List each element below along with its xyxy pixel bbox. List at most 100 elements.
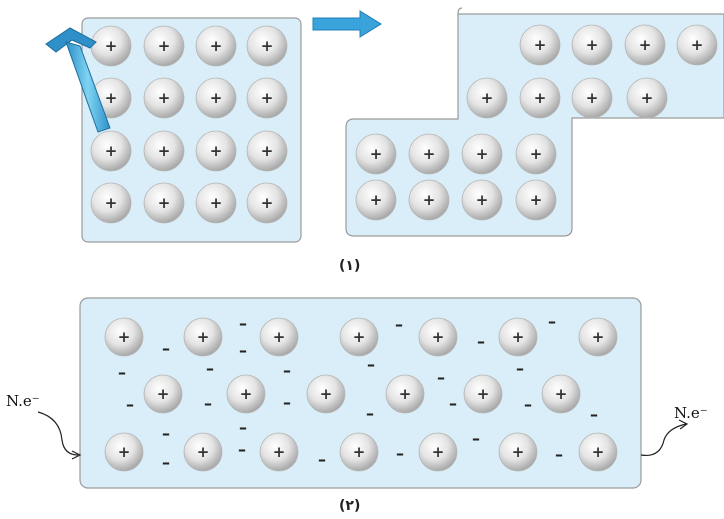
positive-ion: + [247, 131, 287, 171]
positive-ion: + [247, 26, 287, 66]
positive-ion: + [677, 25, 717, 65]
positive-ion: + [499, 318, 537, 356]
electron-symbol: – [283, 393, 291, 412]
ion-charge-symbol: + [512, 328, 525, 346]
positive-ion: + [340, 433, 378, 471]
electron-input-label: N.e⁻ [6, 392, 40, 410]
positive-ion: + [196, 78, 236, 118]
ion-charge-symbol: + [639, 36, 652, 54]
ion-charge-symbol: + [261, 194, 274, 212]
ion-charge-symbol: + [261, 89, 274, 107]
positive-ion: + [196, 131, 236, 171]
ion-charge-symbol: + [353, 443, 366, 461]
ion-charge-symbol: + [353, 328, 366, 346]
ion-charge-symbol: + [586, 89, 599, 107]
electron-symbol: – [126, 395, 134, 414]
ion-charge-symbol: + [477, 385, 490, 403]
ion-charge-symbol: + [534, 36, 547, 54]
ion-charge-symbol: + [158, 194, 171, 212]
ion-charge-symbol: + [105, 194, 118, 212]
positive-ion: + [144, 375, 182, 413]
ion-charge-symbol: + [512, 443, 525, 461]
positive-ion: + [144, 183, 184, 223]
ion-charge-symbol: + [118, 328, 131, 346]
ion-charge-symbol: + [273, 328, 286, 346]
positive-ion: + [260, 433, 298, 471]
electron-symbol: – [162, 424, 170, 443]
ion-charge-symbol: + [641, 89, 654, 107]
positive-ion: + [462, 134, 502, 174]
figure-2-caption: (٢) [339, 498, 360, 514]
ion-charge-symbol: + [370, 191, 383, 209]
ion-charge-symbol: + [210, 37, 223, 55]
electron-symbol: – [437, 368, 445, 387]
positive-ion: + [499, 433, 537, 471]
positive-ion: + [260, 318, 298, 356]
positive-ion: + [247, 78, 287, 118]
ion-charge-symbol: + [370, 145, 383, 163]
ion-charge-symbol: + [210, 89, 223, 107]
ion-charge-symbol: + [481, 89, 494, 107]
electron-symbol: – [472, 429, 480, 448]
electron-symbol: – [590, 405, 598, 424]
electron-symbol: – [548, 312, 556, 331]
positive-ion: + [105, 318, 143, 356]
shift-arrow-icon [313, 11, 381, 37]
positive-ion: + [464, 375, 502, 413]
positive-ion: + [91, 131, 131, 171]
positive-ion: + [184, 318, 222, 356]
ion-charge-symbol: + [197, 328, 210, 346]
positive-ion: + [579, 433, 617, 471]
electron-symbol: – [395, 315, 403, 334]
positive-ion: + [356, 180, 396, 220]
electron-symbol: – [477, 332, 485, 351]
ion-charge-symbol: + [210, 194, 223, 212]
ion-charge-symbol: + [105, 37, 118, 55]
ion-charge-symbol: + [592, 443, 605, 461]
electron-symbol: – [239, 314, 247, 333]
electron-symbol: – [516, 359, 524, 378]
ion-charge-symbol: + [534, 89, 547, 107]
electron-symbol: – [367, 355, 375, 374]
positive-ion: + [409, 134, 449, 174]
electron-output-label: N.e⁻ [674, 404, 708, 422]
electron-symbol: – [162, 339, 170, 358]
ion-charge-symbol: + [476, 145, 489, 163]
positive-ion: + [356, 134, 396, 174]
ion-charge-symbol: + [530, 145, 543, 163]
electron-symbol: – [238, 440, 246, 459]
ion-charge-symbol: + [197, 443, 210, 461]
ion-charge-symbol: + [476, 191, 489, 209]
positive-ion: + [247, 183, 287, 223]
positive-ion: + [467, 78, 507, 118]
positive-ion: + [572, 25, 612, 65]
electron-symbol: – [366, 404, 374, 423]
figure-1-caption: (١) [339, 258, 360, 274]
electron-symbol: – [524, 395, 532, 414]
electron-output-arrow [641, 424, 686, 455]
positive-ion: + [196, 26, 236, 66]
ion-charge-symbol: + [423, 191, 436, 209]
positive-ion: + [520, 78, 560, 118]
ion-charge-symbol: + [691, 36, 704, 54]
ion-charge-symbol: + [158, 37, 171, 55]
ion-charge-symbol: + [530, 191, 543, 209]
positive-ion: + [419, 318, 457, 356]
positive-ion: + [144, 131, 184, 171]
positive-ion: + [91, 26, 131, 66]
positive-ion: + [227, 375, 265, 413]
ion-charge-symbol: + [432, 443, 445, 461]
ion-charge-symbol: + [273, 443, 286, 461]
ion-charge-symbol: + [423, 145, 436, 163]
electron-symbol: – [118, 363, 126, 382]
positive-ion: + [144, 26, 184, 66]
ion-charge-symbol: + [261, 142, 274, 160]
positive-ion: + [572, 78, 612, 118]
electron-symbol: – [555, 445, 563, 464]
electron-symbol: – [396, 444, 404, 463]
positive-ion: + [579, 318, 617, 356]
ion-charge-symbol: + [118, 443, 131, 461]
positive-ion: + [462, 180, 502, 220]
positive-ion: + [520, 25, 560, 65]
